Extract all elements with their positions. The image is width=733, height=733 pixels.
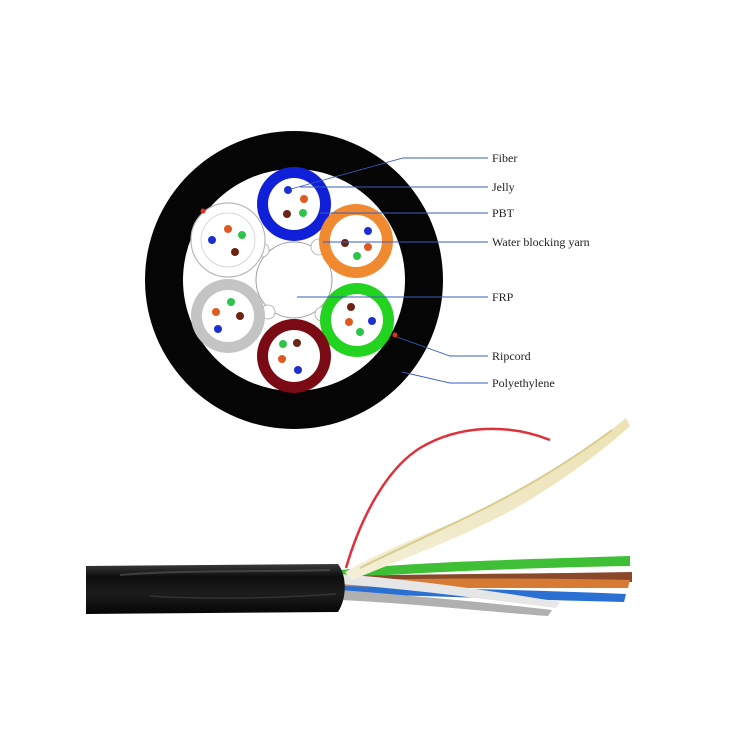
tube-maroon xyxy=(257,319,331,393)
fiber-green xyxy=(299,209,307,217)
fiber-blue xyxy=(284,186,292,194)
label-jelly: Jelly xyxy=(492,180,515,194)
tube-green xyxy=(320,283,394,357)
tube-blue xyxy=(257,167,331,241)
tube-strand-white xyxy=(340,574,560,608)
fiber-blue xyxy=(208,236,216,244)
tube-strand-grey xyxy=(340,590,552,616)
tube-grey xyxy=(191,279,265,353)
fiber-brown xyxy=(347,303,355,311)
leader-lines xyxy=(290,157,488,384)
cable-jacket xyxy=(86,564,345,614)
fiber-blue xyxy=(214,325,222,333)
fiber-blue xyxy=(364,227,372,235)
fiber-green xyxy=(356,328,364,336)
fiber-orange xyxy=(345,318,353,326)
tube-white xyxy=(190,202,266,278)
fiber-brown xyxy=(236,312,244,320)
fiber-brown xyxy=(341,239,349,247)
ripcord-thread xyxy=(344,427,551,569)
fiber-blue xyxy=(294,366,302,374)
labels: Fiber Jelly PBT Water blocking yarn FRP … xyxy=(492,151,590,390)
fiber-orange xyxy=(278,355,286,363)
fiber-orange xyxy=(224,225,232,233)
ripcord-dot xyxy=(200,208,206,214)
fiber-green xyxy=(279,340,287,348)
fiber-green xyxy=(227,298,235,306)
fiber-brown xyxy=(283,210,291,218)
ripcord-dot xyxy=(392,332,398,338)
fiber-green xyxy=(238,231,246,239)
label-water-blocking-yarn: Water blocking yarn xyxy=(492,235,590,249)
fiber-orange xyxy=(364,243,372,251)
fiber-brown xyxy=(231,248,239,256)
label-polyethylene: Polyethylene xyxy=(492,376,555,390)
tube-orange xyxy=(319,204,393,278)
label-ripcord: Ripcord xyxy=(492,349,531,363)
label-fiber: Fiber xyxy=(492,151,517,165)
fiber-orange xyxy=(300,195,308,203)
cable-photo xyxy=(86,418,632,616)
label-pbt: PBT xyxy=(492,206,515,220)
water-blocking-yarn-strands xyxy=(345,418,630,580)
label-frp: FRP xyxy=(492,290,514,304)
fiber-green xyxy=(353,252,361,260)
fiber-brown xyxy=(293,339,301,347)
tube-strand-green xyxy=(340,556,630,578)
fiber-orange xyxy=(212,308,220,316)
cross-section xyxy=(145,131,443,429)
fiber-blue xyxy=(368,317,376,325)
frp-core xyxy=(255,241,333,319)
